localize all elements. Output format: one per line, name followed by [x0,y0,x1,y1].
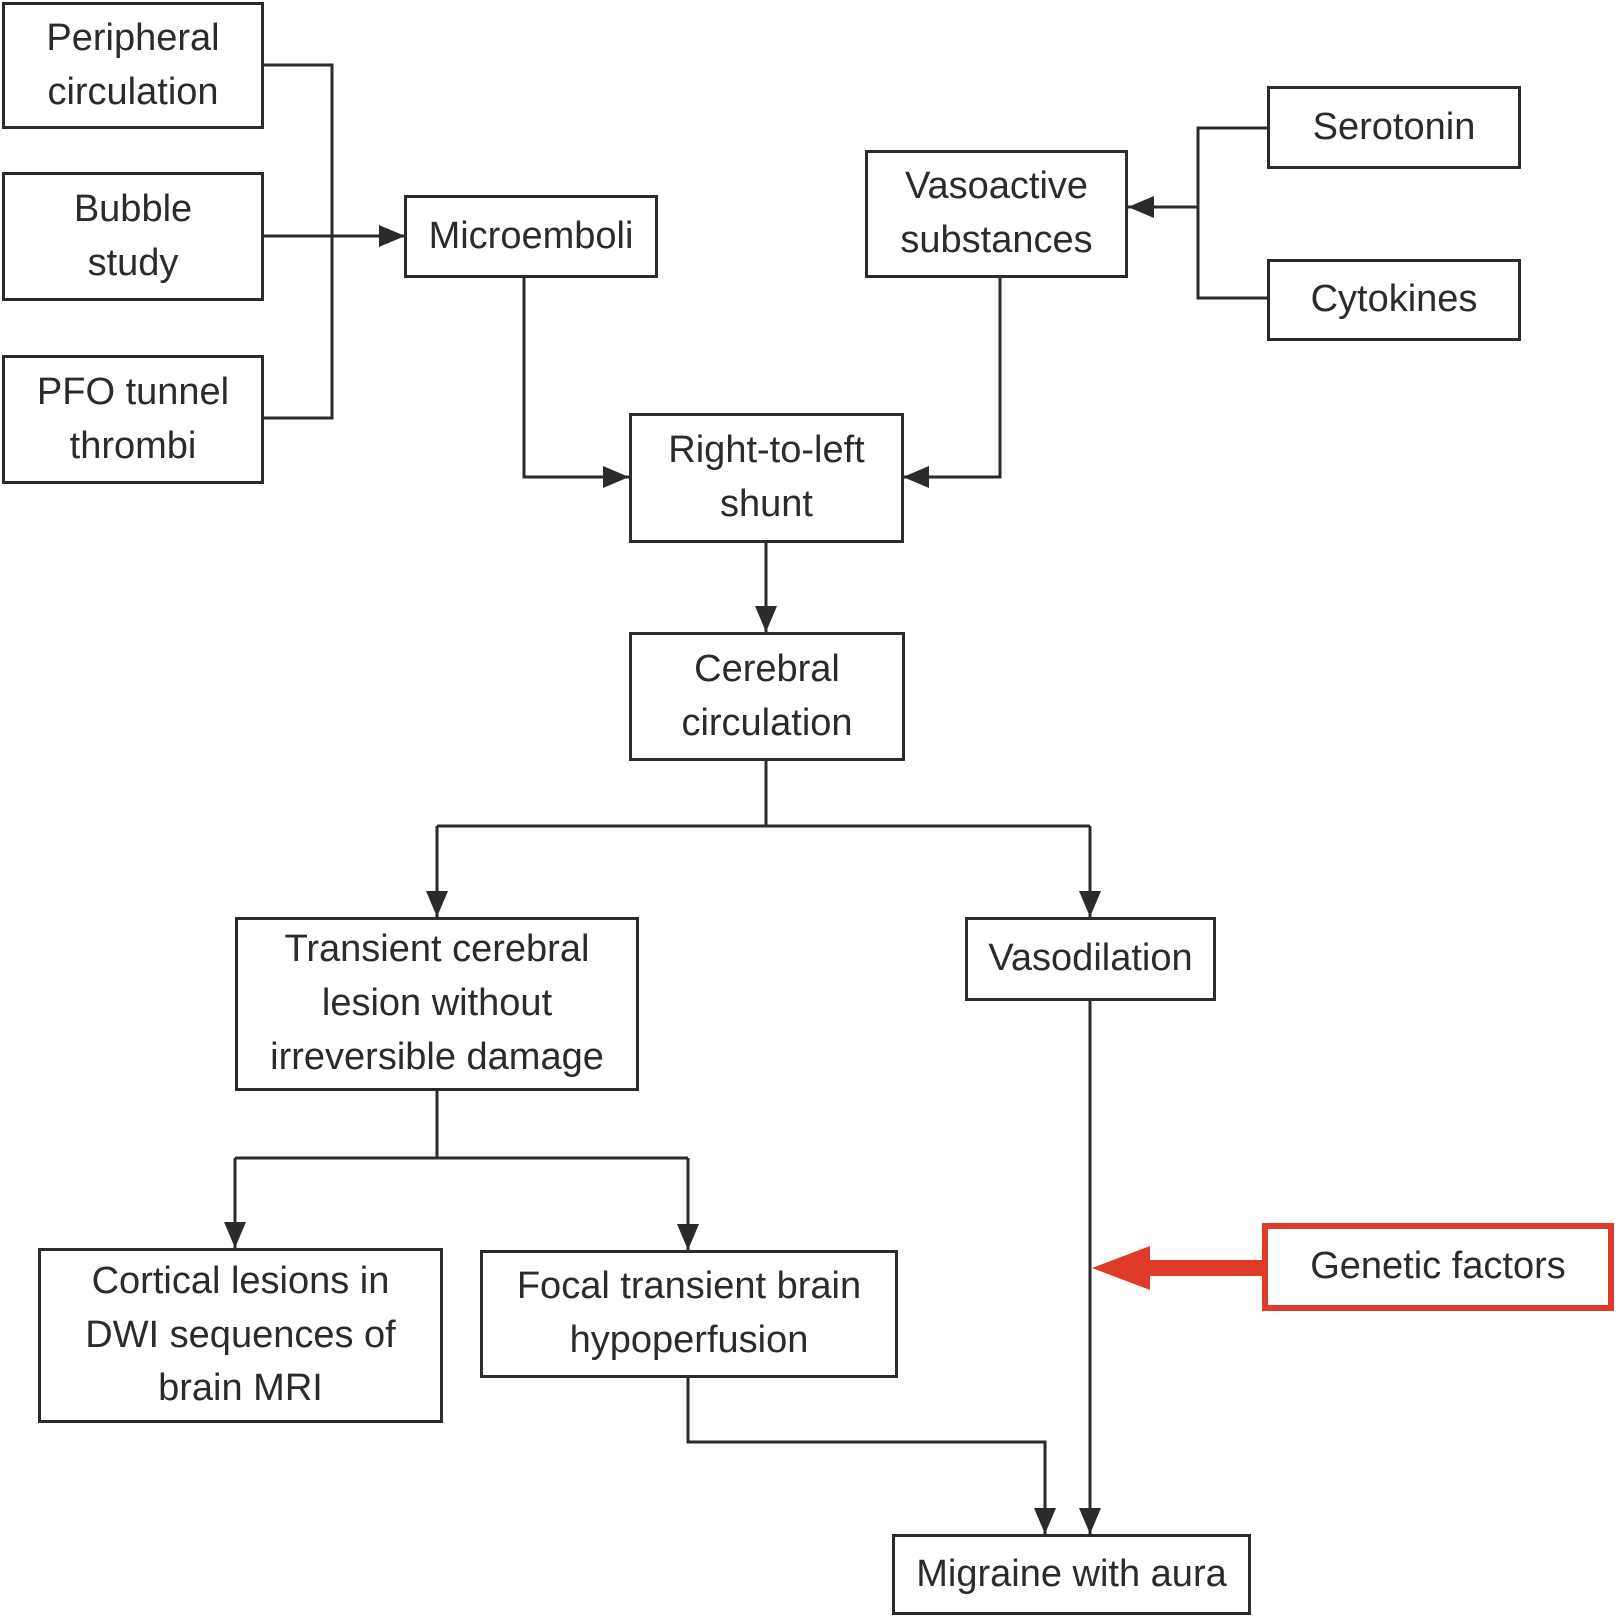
node-cytokines: Cytokines [1267,259,1521,341]
node-peripheral-circulation: Peripheral circulation [2,2,264,129]
node-vasoactive-substances: Vasoactive substances [865,150,1128,278]
edge-mediators-bracket [1196,126,1267,300]
node-focal-transient-brain-hypoperfusion: Focal transient brain hypoperfusion [480,1250,898,1378]
node-cerebral-circulation: Cerebral circulation [629,632,905,761]
node-pfo-tunnel-thrombi: PFO tunnel thrombi [2,355,264,484]
edge-sources-trunk [263,63,334,420]
node-transient-cerebral-lesion: Transient cerebral lesion without irreve… [235,917,639,1091]
node-serotonin: Serotonin [1267,86,1521,169]
node-bubble-study: Bubble study [2,172,264,301]
edge-microemboli-to-shunt [522,277,629,488]
node-migraine-with-aura: Migraine with aura [892,1534,1251,1615]
node-genetic-factors: Genetic factors [1262,1223,1614,1311]
edge-focal-to-migraine [686,1378,1056,1534]
node-cortical-lesions-dwi: Cortical lesions in DWI sequences of bra… [38,1248,443,1423]
genetic-factors-red-arrow [1092,1246,1262,1290]
node-vasodilation: Vasodilation [965,917,1216,1001]
node-right-to-left-shunt: Right-to-left shunt [629,413,904,543]
edge-vasoactive-to-shunt [903,278,1002,488]
node-microemboli: Microemboli [404,195,658,278]
